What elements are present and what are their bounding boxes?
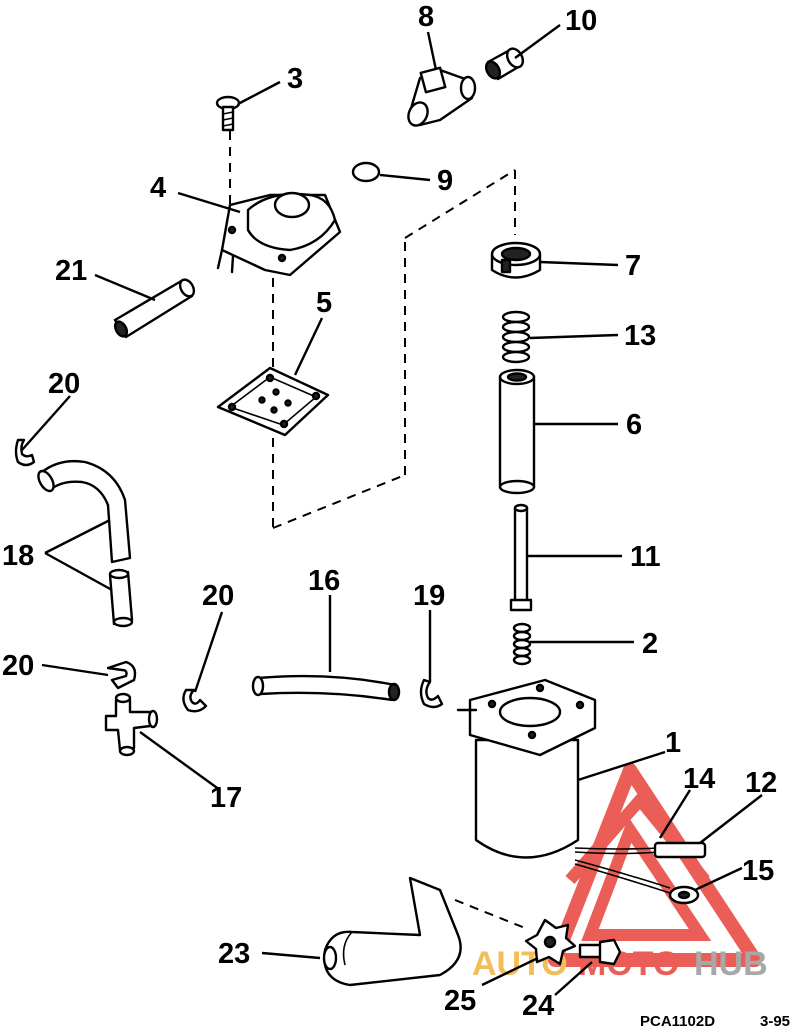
leader-lines [21,24,763,996]
callout-7: 7 [625,250,641,282]
callout-2: 2 [642,628,658,660]
callout-20-top: 20 [48,368,80,400]
part-pump-cover [216,191,342,277]
part-elbow-fitting [407,66,477,127]
part-clip-middle [182,688,208,713]
callout-13: 13 [624,320,656,352]
part-tee-fitting [104,692,159,757]
figure-reference-code: PCA1102D [640,1013,715,1030]
part-o-ring [351,161,381,183]
callout-16: 16 [308,565,340,597]
part-bolt [578,938,622,966]
part-strap [322,876,462,987]
callout-10: 10 [565,5,597,37]
callout-4: 4 [150,172,166,204]
callout-17: 17 [210,782,242,814]
callout-1: 1 [665,727,681,759]
callout-14: 14 [683,763,715,795]
part-filter-bowl [456,678,597,859]
callout-23: 23 [218,938,250,970]
part-rod [509,503,533,612]
callout-5: 5 [316,287,332,319]
callout-labels: 3 4 8 10 9 7 21 5 13 6 11 2 20 18 20 20 … [2,1,777,1022]
callout-6: 6 [626,409,642,441]
part-spring-upper [501,310,531,364]
part-tube-short [113,278,196,339]
callout-18: 18 [2,540,34,572]
callout-24: 24 [522,990,554,1022]
part-sensor-wires [574,841,707,905]
callout-20-middle: 20 [202,580,234,612]
callout-20-left: 20 [2,650,34,682]
part-spring-lower [512,622,532,666]
watermark-text-hub: HUB [694,945,768,983]
callout-8: 8 [418,1,434,33]
callout-25: 25 [444,985,476,1017]
callout-12: 12 [745,767,777,799]
callout-3: 3 [287,63,303,95]
part-cap [490,241,542,279]
part-sleeve [484,47,525,81]
part-clip-right [419,678,444,709]
part-screw [215,95,241,132]
watermark-triangle-inner [581,816,712,941]
callout-9: 9 [437,165,453,197]
callout-19: 19 [413,580,445,612]
part-hose-straight [251,674,401,702]
part-cylinder [498,368,536,495]
figure-reference-date: 3-95 [760,1013,790,1030]
part-clip-left [106,660,137,690]
part-hose-curved [37,459,134,628]
callout-11: 11 [630,541,661,573]
part-star-washer [524,918,577,966]
part-diaphragm [216,366,330,437]
callout-15: 15 [742,855,774,887]
part-clip-top-left [14,438,36,467]
assembly-dashed-lines [229,115,526,929]
callout-21: 21 [55,255,87,287]
